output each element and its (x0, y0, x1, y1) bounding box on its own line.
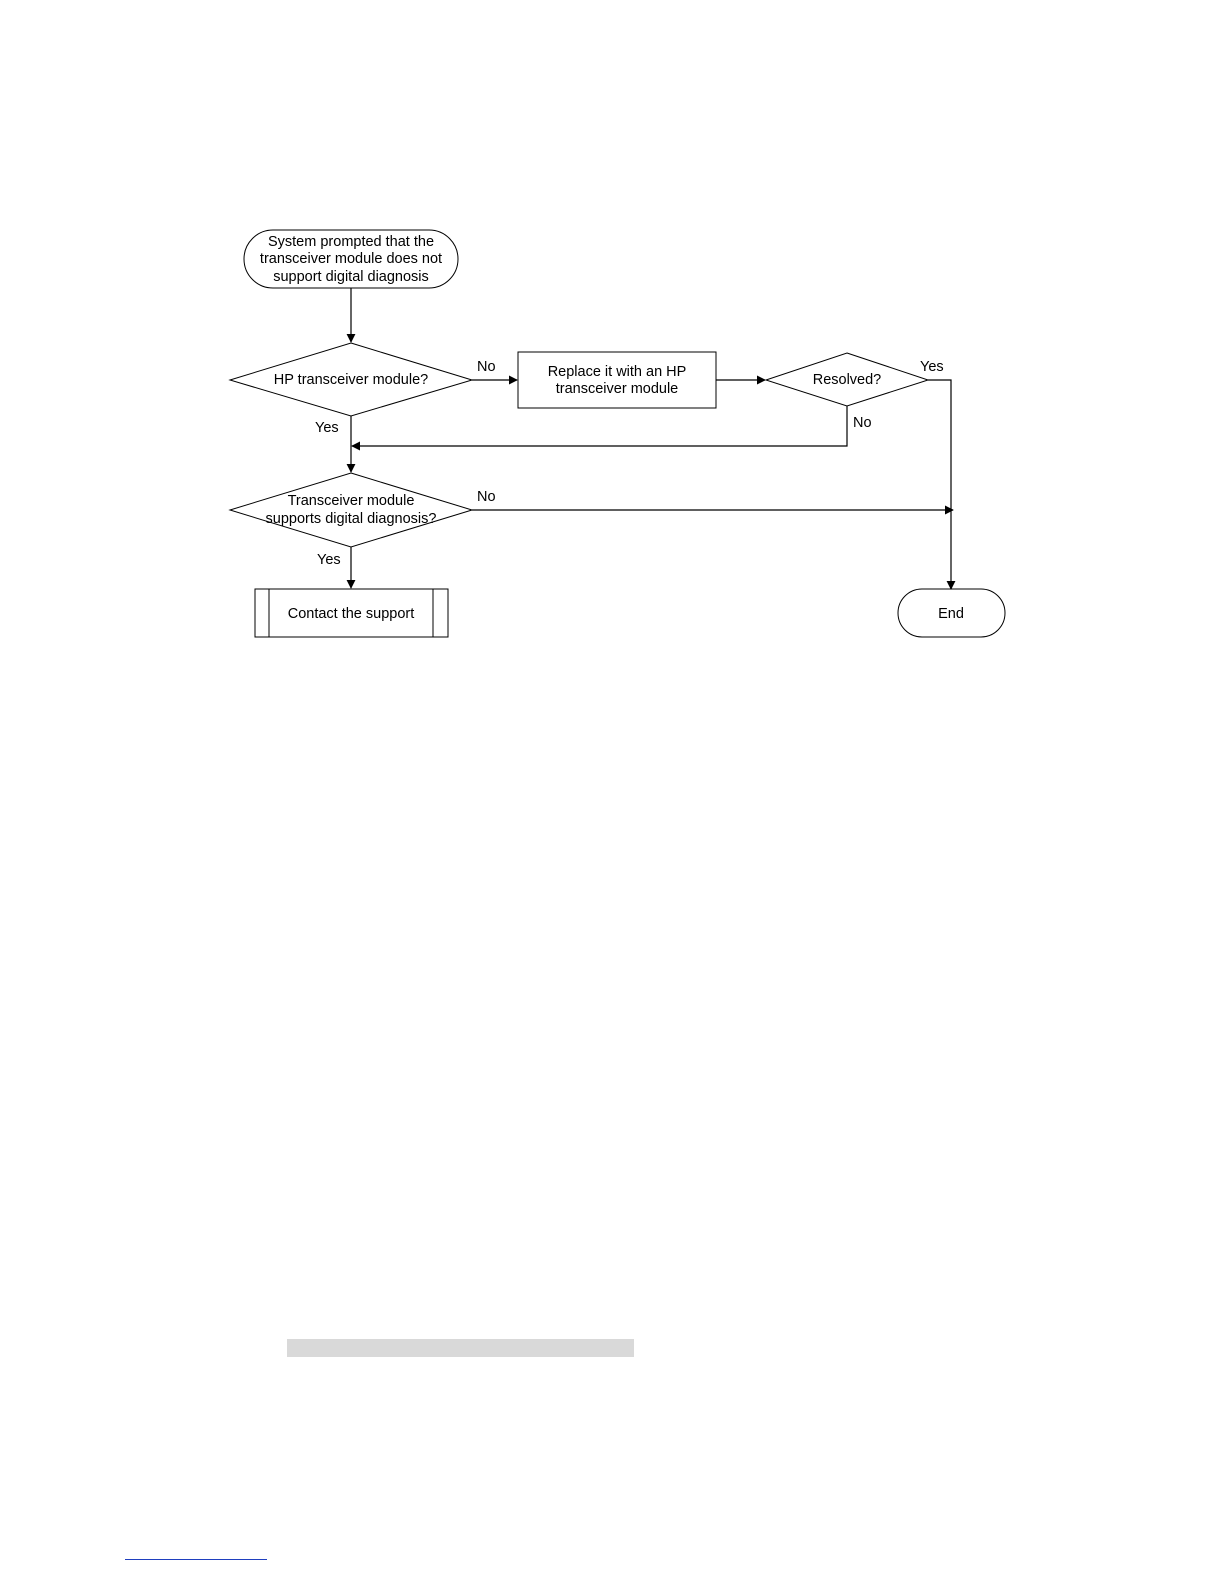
start-label-line-1: System prompted that the (268, 234, 434, 250)
dd-check-label-line-2: supports digital diagnosis? (266, 511, 437, 527)
node-dd-check: Transceiver module supports digital diag… (230, 473, 472, 547)
start-label-line-2: transceiver module does not (260, 251, 442, 267)
dd-check-label-line-1: Transceiver module (288, 493, 415, 509)
node-hp-check: HP transceiver module? (230, 343, 472, 416)
footer-rule (125, 1559, 267, 1560)
gray-highlight-bar (287, 1339, 634, 1357)
node-contact: Contact the support (255, 589, 448, 637)
node-end: End (898, 589, 1005, 637)
node-start: System prompted that the transceiver mod… (244, 230, 458, 288)
edge-label-resolved-yes: Yes (920, 359, 944, 375)
end-label: End (938, 606, 964, 622)
node-resolved: Resolved? (766, 353, 928, 406)
replace-process-box (518, 352, 716, 408)
resolved-label: Resolved? (813, 372, 882, 388)
edge-label-dd-no: No (477, 489, 496, 505)
edge-label-hp-no: No (477, 359, 496, 375)
replace-label-line-2: transceiver module (556, 381, 679, 397)
dd-check-diamond (230, 473, 472, 547)
node-replace: Replace it with an HP transceiver module (518, 352, 716, 408)
edge-label-resolved-no: No (853, 415, 872, 431)
edge-label-hp-yes: Yes (315, 420, 339, 436)
replace-label-line-1: Replace it with an HP (548, 364, 687, 380)
edge-label-dd-yes: Yes (317, 552, 341, 568)
edge-resolved-yes-to-end (928, 380, 951, 589)
edge-resolved-no-back (352, 406, 847, 446)
contact-label: Contact the support (288, 606, 415, 622)
start-label-line-3: support digital diagnosis (273, 269, 429, 285)
hp-check-label: HP transceiver module? (274, 372, 428, 388)
